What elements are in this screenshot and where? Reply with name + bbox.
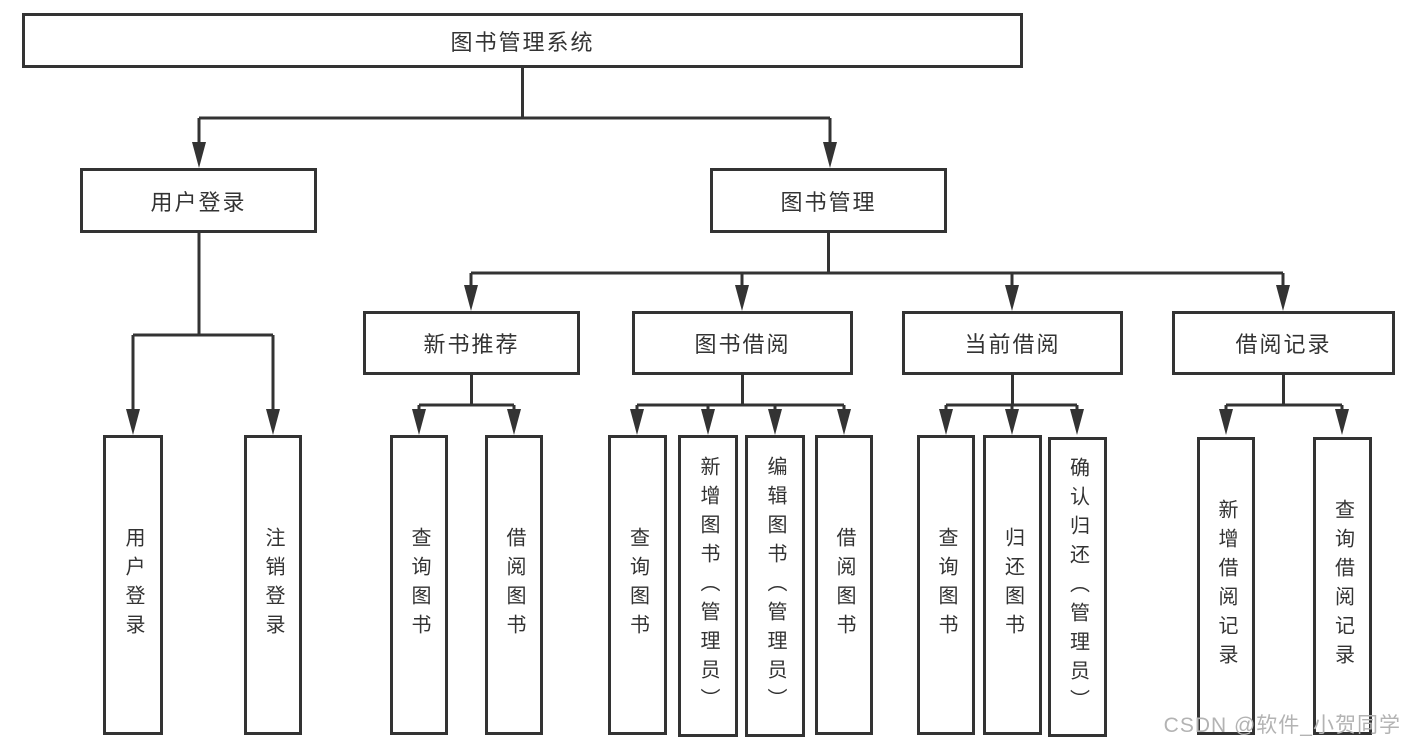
leaf-edit-books-admin-label: 编辑图书（管理员） — [764, 455, 786, 717]
leaf-borrowing-borrow-books-label: 借阅图书 — [833, 527, 855, 643]
leaf-confirm-return-admin: 确认归还（管理员） — [1048, 437, 1107, 737]
node-book-borrowing-label: 图书借阅 — [694, 332, 791, 357]
leaf-add-borrow-record-label: 新增借阅记录 — [1215, 499, 1237, 673]
node-user-login-label: 用户登录 — [150, 189, 247, 215]
leaf-recommend-query-books: 查询图书 — [390, 435, 448, 735]
leaf-recommend-borrow-books-label: 借阅图书 — [503, 527, 525, 643]
leaf-add-books-admin: 新增图书（管理员） — [678, 435, 738, 737]
leaf-current-query-books-label: 查询图书 — [935, 527, 957, 643]
leaf-user-login: 用户登录 — [103, 435, 163, 735]
node-new-book-recommend-label: 新书推荐 — [423, 332, 520, 357]
node-root-label: 图书管理系统 — [450, 29, 595, 55]
node-borrowing-records-label: 借阅记录 — [1235, 332, 1332, 357]
node-current-borrowing-label: 当前借阅 — [964, 332, 1061, 357]
leaf-recommend-borrow-books: 借阅图书 — [485, 435, 543, 735]
leaf-return-books: 归还图书 — [983, 435, 1042, 735]
leaf-query-borrow-record: 查询借阅记录 — [1313, 437, 1372, 735]
node-new-book-recommend: 新书推荐 — [363, 311, 580, 375]
leaf-add-borrow-record: 新增借阅记录 — [1197, 437, 1255, 735]
leaf-return-books-label: 归还图书 — [1001, 527, 1024, 643]
leaf-borrowing-query-books: 查询图书 — [608, 435, 667, 735]
node-book-borrowing: 图书借阅 — [632, 311, 853, 375]
leaf-user-login-label: 用户登录 — [122, 527, 144, 643]
node-root: 图书管理系统 — [22, 13, 1023, 68]
csdn-watermark: CSDN @软件_小贺同学 — [1163, 714, 1401, 737]
node-book-management-label: 图书管理 — [780, 189, 877, 215]
leaf-logout-label: 注销登录 — [262, 527, 284, 643]
leaf-edit-books-admin: 编辑图书（管理员） — [745, 435, 805, 737]
leaf-confirm-return-admin-label: 确认归还（管理员） — [1066, 456, 1089, 718]
leaf-add-books-admin-label: 新增图书（管理员） — [697, 455, 719, 717]
node-borrowing-records: 借阅记录 — [1172, 311, 1395, 375]
node-user-login: 用户登录 — [80, 168, 317, 233]
leaf-recommend-query-books-label: 查询图书 — [408, 527, 430, 643]
leaf-logout: 注销登录 — [244, 435, 302, 735]
leaf-borrowing-query-books-label: 查询图书 — [626, 527, 649, 643]
leaf-query-borrow-record-label: 查询借阅记录 — [1331, 499, 1354, 673]
arrowheads — [126, 142, 1349, 435]
node-current-borrowing: 当前借阅 — [902, 311, 1123, 375]
leaf-borrowing-borrow-books: 借阅图书 — [815, 435, 873, 735]
leaf-current-query-books: 查询图书 — [917, 435, 975, 735]
node-book-management: 图书管理 — [710, 168, 947, 233]
